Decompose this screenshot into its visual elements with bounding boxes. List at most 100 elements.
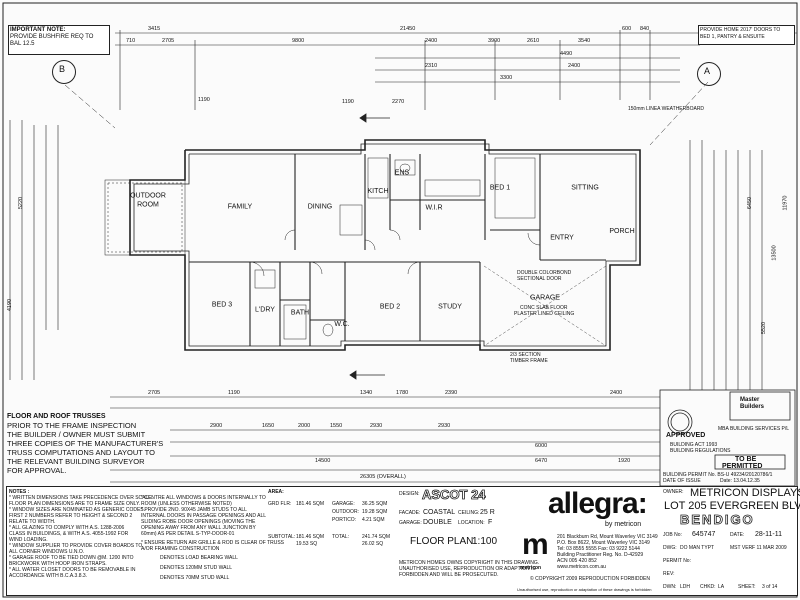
room-ens: ENS — [394, 169, 410, 177]
tb-area-head: AREA: — [268, 489, 284, 495]
tb-portico-v: 4.21 SQM — [362, 517, 385, 523]
tb-addr-1: 201 Blackburn Rd, Mount Waverley VIC 314… — [557, 534, 658, 540]
tb-addr-5: ACN 005 420 852 — [557, 558, 597, 564]
tb-owner-lbl: OWNER: — [663, 489, 684, 495]
important-note-line1: PROVIDE BUSHFIRE REQ TO — [10, 34, 94, 40]
tb-notes-6: * ALL GLAZING TO COMPLY WITH A.S. 1288-2… — [9, 525, 125, 531]
room-family: FAMILY — [227, 203, 253, 211]
provide-home-line1: PROVIDE HOME 2017' DOORS TO — [700, 27, 781, 33]
tb-rev-lbl: REV: — [663, 571, 675, 577]
grid-bubble-b — [52, 60, 76, 84]
metricon-m-logo: m — [522, 528, 549, 561]
trusses-line-6: FOR APPROVAL. — [7, 466, 67, 475]
stamp-mbs: MBA BUILDING SERVICES P/L — [718, 426, 790, 432]
stamp-to-be: TO BE — [735, 456, 757, 463]
tb-design-lbl: DESIGN: — [399, 491, 420, 497]
room-wc: W.C. — [334, 321, 350, 328]
stamp-permit-no: BUILDING PERMIT No. BS-U 49234/20120786/… — [663, 472, 773, 478]
tb-subtotal: SUBTOTAL: — [268, 534, 296, 540]
tb-legend-3: DENOTES 70MM STUD WALL — [160, 575, 230, 581]
tb-owner-1: METRICON DISPLAYS — [690, 487, 800, 499]
room-outdoor: OUTDOOR — [130, 192, 166, 200]
tb-legend-2: DENOTES 120MM STUD WALL — [160, 565, 233, 571]
tb-design: ASCOT 24 — [422, 487, 486, 503]
tb-c-2: ROOM (UNLESS OTHERWISE NOTED) — [141, 501, 232, 507]
dim-bottom-2930: 2930 — [370, 423, 383, 429]
tb-notes-10: ALL CORNER WINDOWS U.N.O. — [9, 549, 85, 555]
tb-job: 645747 — [692, 531, 716, 538]
tb-rights-1: © COPYRIGHT 2009 REPRODUCTION FORBIDDEN — [530, 576, 650, 582]
grid-bubble-a — [697, 62, 721, 86]
tb-sheet-lbl: SHEET: — [738, 584, 756, 590]
dim-top-3540: 3540 — [578, 38, 591, 44]
dim-left-4190: 4190 — [7, 298, 14, 312]
grid-bubble-b-label: B — [59, 64, 66, 74]
tb-dwn: LDH — [680, 584, 691, 590]
tb-grd-flr-v: 181.46 SQM — [296, 501, 325, 507]
dim-top-2310: 2310 — [425, 63, 438, 69]
room-ldry: L'DRY — [255, 306, 275, 314]
metricon-wordmark: metricon — [520, 565, 542, 571]
provide-home-line2: BED 1, PANTRY & ENSUITE — [700, 34, 765, 40]
dim-top-2400: 2400 — [425, 38, 438, 44]
note-colorbond: DOUBLE COLORBOND — [517, 270, 572, 276]
dim-bottom-1190: 1190 — [228, 390, 240, 396]
grid-bubble-a-label: A — [704, 66, 711, 76]
tb-copyright-3: FORBIDDEN AND WILL BE PROSECUTED. — [399, 572, 499, 578]
tb-addr-2: P.O. Box 8622, Mount Waverley VIC 3149 — [557, 540, 650, 546]
dim-bottom-2000: 2000 — [298, 423, 311, 429]
tb-notes-11: * GARAGE ROOF TO BE TIED DOWN @M. 1200 I… — [9, 555, 134, 561]
dim-bottom-1780: 1780 — [396, 390, 409, 396]
stamp-date-issue: DATE OF ISSUE — [663, 478, 701, 484]
tb-c-8: * ENSURE RETURN AIR GRILLE & ROD IS CLEA… — [141, 540, 284, 546]
tb-location-lbl: LOCATION: — [458, 520, 485, 526]
dim-top-3300: 3300 — [500, 75, 513, 81]
trusses-line-4: TRUSS COMPUTATIONS AND LAYOUT TO — [7, 448, 155, 457]
important-note-line2: BAL 12.5 — [10, 41, 35, 47]
room-bed2: BED 2 — [379, 303, 401, 311]
dim-bottom-2900: 2900 — [210, 423, 223, 429]
note-section: 2/3 SECTION — [510, 352, 541, 358]
tb-notes-4: FIRST 2 NUMBERS REFER TO HEIGHT & SECOND… — [9, 513, 133, 519]
tb-notes-14: ACCORDANCE WITH B.C.A.3.8.3. — [9, 573, 88, 579]
note-colorbond-2: SECTIONAL DOOR — [517, 276, 562, 282]
room-bath: BATH — [290, 309, 310, 317]
tb-sheet: 3 of 14 — [762, 584, 778, 590]
dim-bottom-1920: 1920 — [618, 458, 631, 464]
dim-bottom-1550: 1550 — [330, 423, 343, 429]
trusses-line-2: THE BUILDER / OWNER MUST SUBMIT — [7, 430, 146, 439]
tb-drawing: FLOOR PLAN — [410, 536, 474, 547]
note-garage-ceiling: PLASTER LINED CEILING — [514, 311, 575, 317]
tb-c-9: A/OR FRAMING CONSTRUCTION — [141, 546, 220, 552]
dim-mid-1190b: 1190 — [342, 99, 354, 105]
dim-bottom-14500: 14500 — [315, 458, 331, 464]
dim-right-5520: 5520 — [761, 321, 768, 335]
note-weatherboard: 150mm LINEA WEATHERBOARD — [628, 106, 705, 112]
tb-c-7: 60mm) AS PER DETAIL S-TYP-DOOR-01 — [141, 531, 235, 537]
room-garage: GARAGE — [530, 294, 560, 302]
room-bed1: BED 1 — [489, 184, 511, 192]
tb-total-v: 241.74 SQM — [362, 534, 391, 540]
tb-total: TOTAL: — [332, 534, 350, 540]
tb-garage-val: DOUBLE — [423, 519, 452, 526]
dim-top-3900: 3900 — [488, 38, 501, 44]
tb-copyright-2: UNAUTHORISED USE, REPRODUCTION OR ADAPTI… — [399, 566, 536, 572]
dim-top-710: 710 — [126, 38, 136, 44]
tb-date: 28-11-11 — [755, 531, 782, 538]
dim-bottom-2400: 2400 — [610, 390, 623, 396]
trusses-line-5: THE RELEVANT BUILDING SURVEYOR — [7, 457, 145, 466]
title-block — [6, 486, 798, 596]
trusses-title: FLOOR AND ROOF TRUSSES — [7, 413, 106, 420]
tb-legend-1: DENOTES LOAD BEARING WALL — [160, 555, 238, 561]
stamp-act: BUILDING ACT 1993 — [670, 442, 718, 448]
tb-notes-head: NOTES : — [9, 489, 30, 495]
tb-addr-6: www.metricon.com.au — [557, 564, 606, 570]
tb-owner-2: LOT 205 EVERGREEN BLVD — [664, 500, 800, 512]
tb-chkd: LA — [718, 584, 725, 590]
tb-rights-2: Unauthorised use, reproduction or adapta… — [517, 587, 652, 592]
tb-outdoor: OUTDOOR: — [332, 509, 359, 515]
trusses-note: FLOOR AND ROOF TRUSSES PRIOR TO THE FRAM… — [7, 412, 170, 486]
tb-garage: GARAGE: — [332, 501, 355, 507]
tb-facade-lbl: FACADE: — [399, 510, 421, 516]
room-outdoor-2: ROOM — [137, 201, 159, 209]
